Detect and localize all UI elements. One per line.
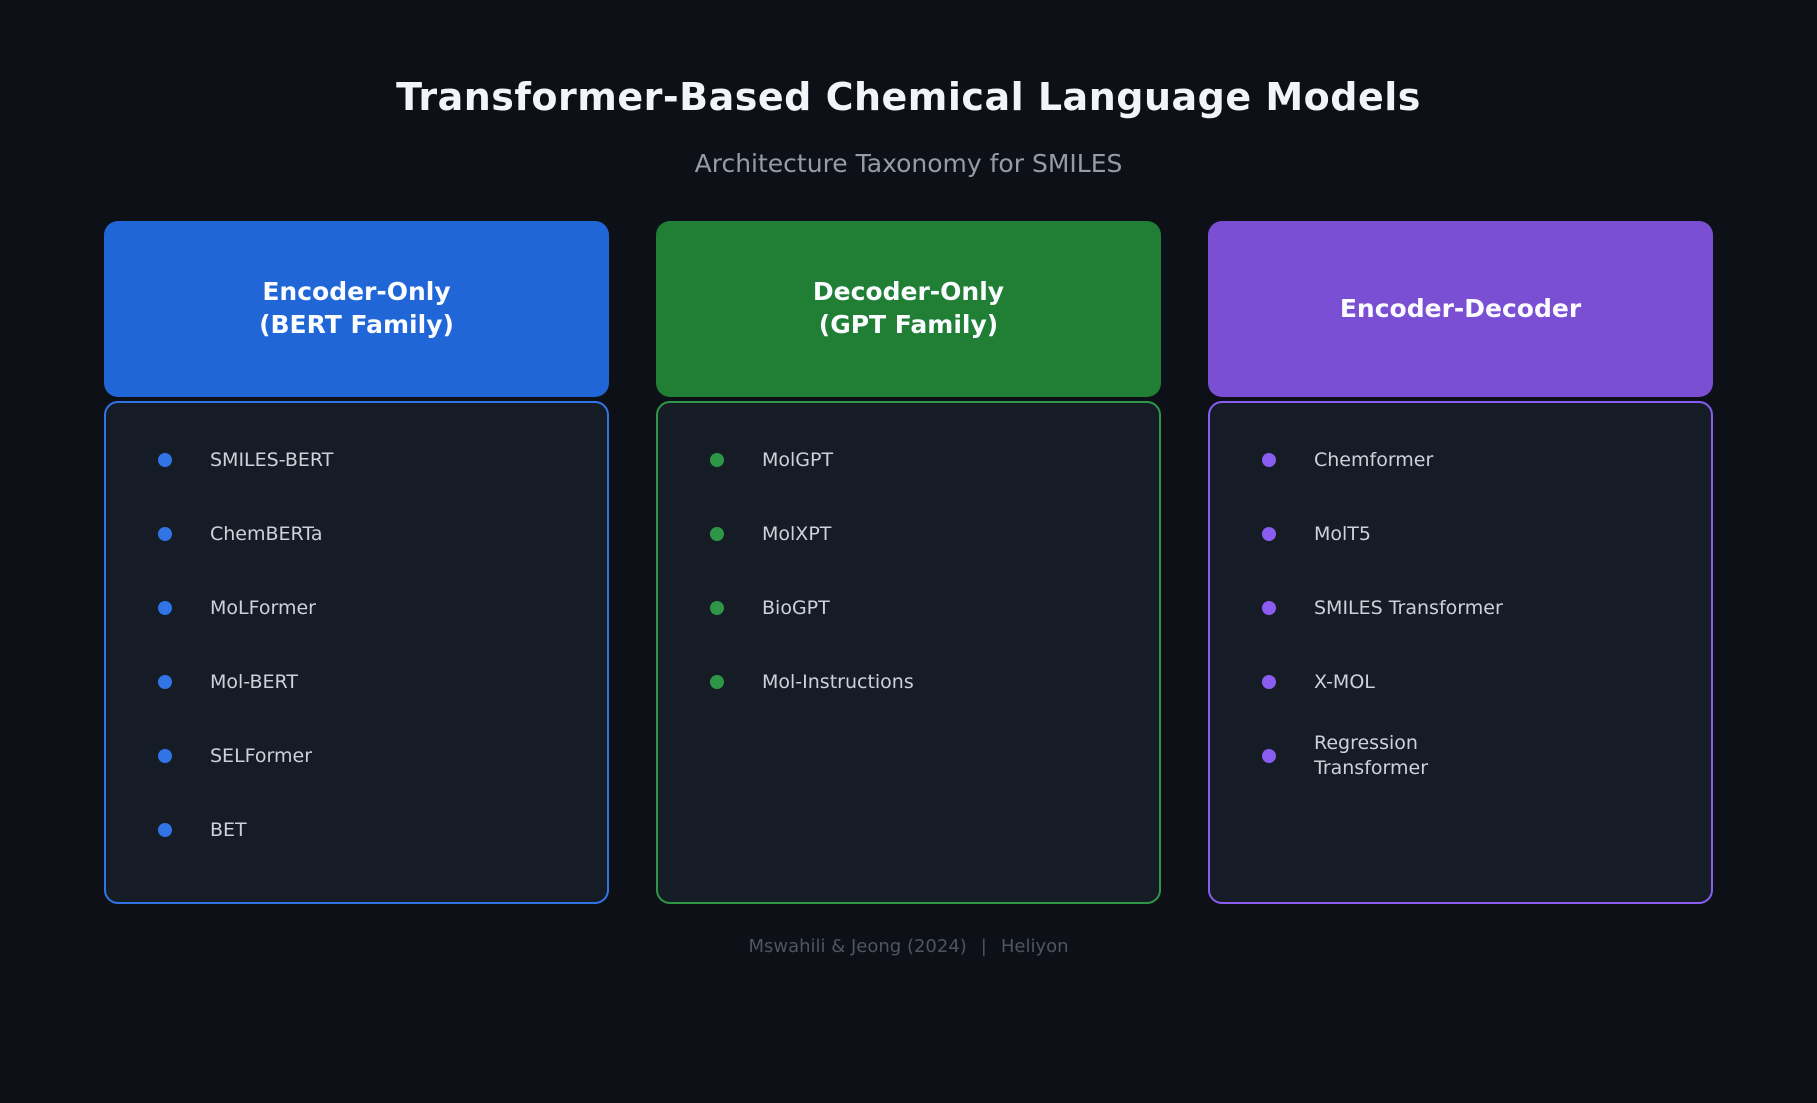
page-subtitle: Architecture Taxonomy for SMILES xyxy=(694,148,1123,178)
bullet-icon xyxy=(158,748,172,763)
list-item: SELFormer xyxy=(106,719,607,793)
page-title: Transformer-Based Chemical Language Mode… xyxy=(396,75,1421,119)
model-name: SMILES Transformer xyxy=(1314,596,1503,619)
column-title: Decoder-Only xyxy=(812,277,1005,307)
column-header-decoder-only: Decoder-Only (GPT Family) xyxy=(656,220,1161,397)
bullet-icon xyxy=(158,674,172,689)
model-name: MolT5 xyxy=(1314,522,1371,545)
model-name: MoLFormer xyxy=(210,596,316,619)
bullet-icon xyxy=(1262,600,1276,615)
list-item: SMILES Transformer xyxy=(1210,571,1711,645)
model-name: MolXPT xyxy=(762,522,832,545)
bullet-icon xyxy=(158,600,172,615)
model-name: MolGPT xyxy=(762,448,834,471)
bullet-icon xyxy=(1262,674,1276,689)
taxonomy-columns: Encoder-Only (BERT Family) SMILES-BERT C… xyxy=(104,220,1713,904)
list-item: BioGPT xyxy=(658,571,1159,645)
column-header-encoder-decoder: Encoder-Decoder xyxy=(1208,220,1713,397)
citation-footer: Mswahili & Jeong (2024) | Heliyon xyxy=(0,936,1817,957)
list-item: SMILES-BERT xyxy=(106,423,607,497)
list-item: X-MOL xyxy=(1210,645,1711,719)
bullet-icon xyxy=(710,674,724,689)
column-title: Encoder-Only xyxy=(262,277,451,307)
bullet-icon xyxy=(1262,526,1276,541)
model-name: BioGPT xyxy=(762,596,830,619)
model-name: Mol-Instructions xyxy=(762,670,914,693)
column-subtitle: (GPT Family) xyxy=(818,309,999,339)
list-item: BET xyxy=(106,793,607,867)
list-item: Chemformer xyxy=(1210,423,1711,497)
source-text: Heliyon xyxy=(1000,935,1069,957)
model-name: X-MOL xyxy=(1314,670,1375,693)
list-item: MolXPT xyxy=(658,497,1159,571)
list-item: ChemBERTa xyxy=(106,497,607,571)
list-item: MoLFormer xyxy=(106,571,607,645)
bullet-icon xyxy=(158,822,172,837)
bullet-icon xyxy=(1262,452,1276,467)
column-decoder-only: Decoder-Only (GPT Family) MolGPT MolXPT … xyxy=(656,220,1161,904)
model-list-encoder-only: SMILES-BERT ChemBERTa MoLFormer Mol-BERT… xyxy=(104,400,609,904)
model-list-decoder-only: MolGPT MolXPT BioGPT Mol-Instructions xyxy=(656,400,1161,904)
model-name: ChemBERTa xyxy=(210,522,323,545)
column-header-encoder-only: Encoder-Only (BERT Family) xyxy=(104,220,609,397)
model-name: SMILES-BERT xyxy=(210,448,334,471)
bullet-icon xyxy=(1262,748,1276,763)
list-item: Regression Transformer xyxy=(1210,719,1711,793)
model-name: Regression Transformer xyxy=(1314,732,1429,779)
citation-text: Mswahili & Jeong (2024) xyxy=(748,935,967,957)
model-list-encoder-decoder: Chemformer MolT5 SMILES Transformer X-MO… xyxy=(1208,400,1713,904)
bullet-icon xyxy=(710,526,724,541)
list-item: Mol-Instructions xyxy=(658,645,1159,719)
column-subtitle: (BERT Family) xyxy=(259,309,454,339)
model-name: Mol-BERT xyxy=(210,670,298,693)
model-name: Chemformer xyxy=(1314,448,1434,471)
column-encoder-only: Encoder-Only (BERT Family) SMILES-BERT C… xyxy=(104,220,609,904)
bullet-icon xyxy=(710,452,724,467)
bullet-icon xyxy=(158,526,172,541)
footer-divider: | xyxy=(980,935,987,957)
list-item: MolGPT xyxy=(658,423,1159,497)
model-name: BET xyxy=(210,818,247,841)
column-title: Encoder-Decoder xyxy=(1339,293,1582,323)
list-item: MolT5 xyxy=(1210,497,1711,571)
bullet-icon xyxy=(710,600,724,615)
column-encoder-decoder: Encoder-Decoder Chemformer MolT5 SMILES … xyxy=(1208,220,1713,904)
bullet-icon xyxy=(158,452,172,467)
list-item: Mol-BERT xyxy=(106,645,607,719)
model-name: SELFormer xyxy=(210,744,313,767)
